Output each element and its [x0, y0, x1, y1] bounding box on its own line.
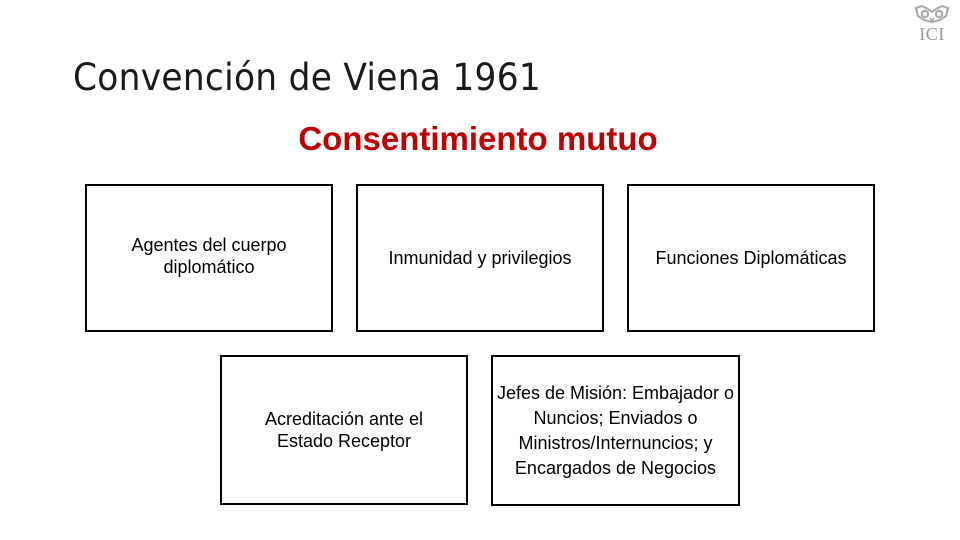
subtitle-text: Consentimiento mutuo [298, 120, 658, 157]
box-agentes: Agentes del cuerpo diplomático [85, 184, 333, 332]
box-acreditacion: Acreditación ante el Estado Receptor [220, 355, 468, 505]
diagram-subtitle: Consentimiento mutuo [0, 120, 960, 158]
box-agentes-label: Agentes del cuerpo diplomático [131, 235, 287, 277]
slide-title: Convención de Viena 1961 [73, 56, 542, 99]
box-jefes-de-mision: Jefes de Misión: Embajador o Nuncios; En… [491, 355, 740, 506]
box-jefes-label: Jefes de Misión: Embajador o Nuncios; En… [496, 382, 735, 478]
box-acreditacion-label: Acreditación ante el Estado Receptor [264, 409, 424, 451]
box-inmunidad: Inmunidad y privilegios [356, 184, 604, 332]
box-funciones-label: Funciones Diplomáticas [655, 248, 847, 268]
box-funciones: Funciones Diplomáticas [627, 184, 875, 332]
owl-logo-icon: ICI [912, 4, 952, 52]
box-inmunidad-label: Inmunidad y privilegios [388, 248, 572, 268]
logo-text: ICI [919, 24, 945, 44]
